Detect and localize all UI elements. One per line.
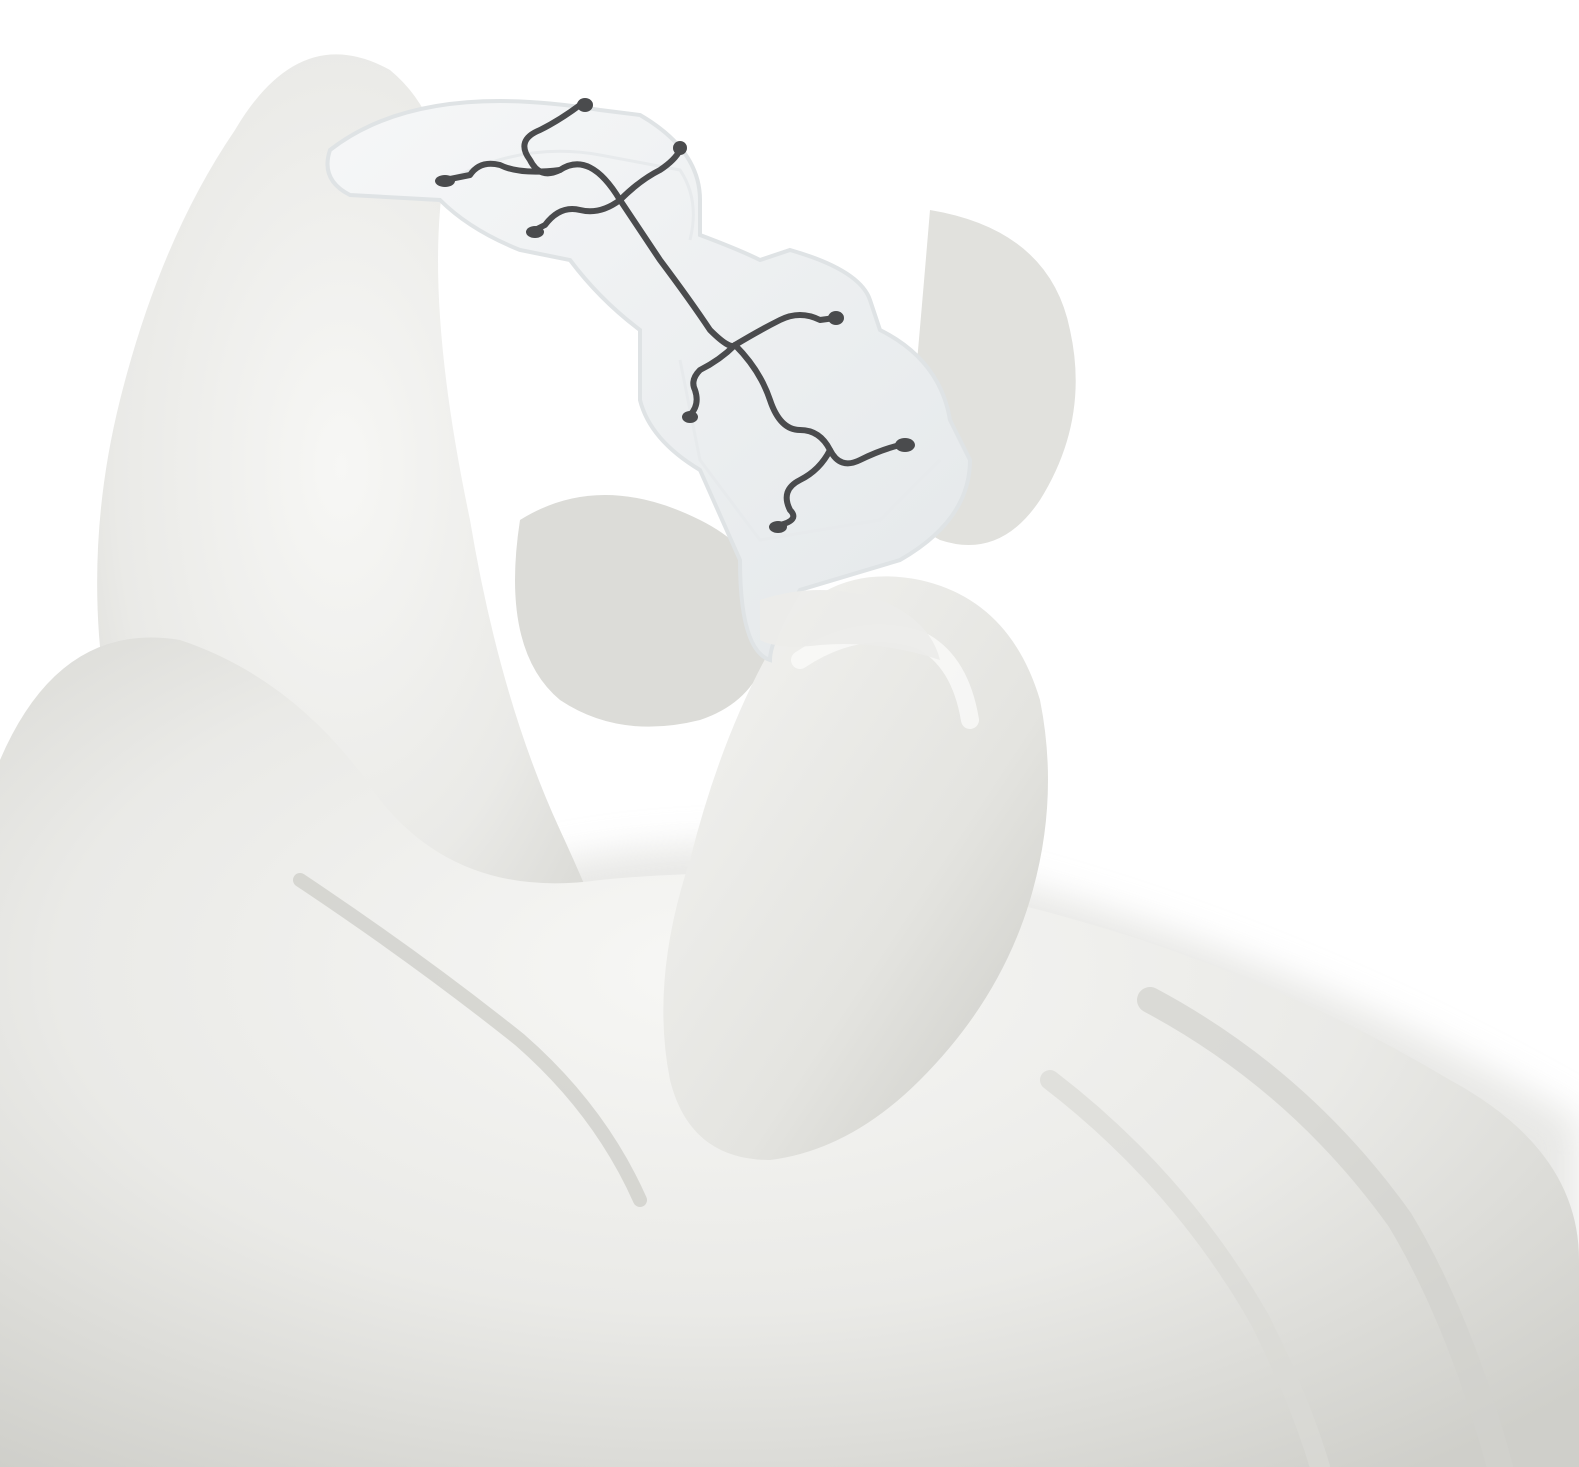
channel-branch — [777, 447, 833, 528]
reservoir-dot — [577, 98, 593, 112]
microfluidic-channels — [442, 102, 903, 528]
channel-branch — [732, 312, 838, 348]
patch-inner-frame — [678, 359, 942, 542]
channel-branch — [732, 342, 903, 467]
knuckle-crease — [293, 873, 647, 1207]
reservoir-dot — [769, 521, 787, 533]
fingertip-overlap — [760, 590, 940, 660]
channel-reservoirs — [435, 98, 915, 533]
latex-glove — [0, 54, 1579, 1467]
channel-branch — [532, 197, 623, 233]
channel-branch — [521, 102, 623, 203]
middle-finger — [515, 495, 772, 727]
channel-branch — [617, 147, 683, 203]
reservoir-dot — [682, 411, 698, 423]
glove-cuff-fold — [1137, 987, 1513, 1467]
reservoir-dot — [895, 438, 915, 452]
reservoir-dot — [435, 175, 455, 187]
thumb — [663, 576, 1048, 1160]
patch-body — [325, 99, 973, 663]
glove-cuff-fold — [1040, 1070, 1330, 1467]
reservoir-dot — [526, 226, 544, 238]
channel-branch — [687, 342, 738, 418]
reservoir-dot — [673, 141, 687, 155]
channel-spine — [617, 197, 738, 349]
channel-branch — [442, 160, 563, 183]
reservoir-dot — [828, 311, 844, 325]
